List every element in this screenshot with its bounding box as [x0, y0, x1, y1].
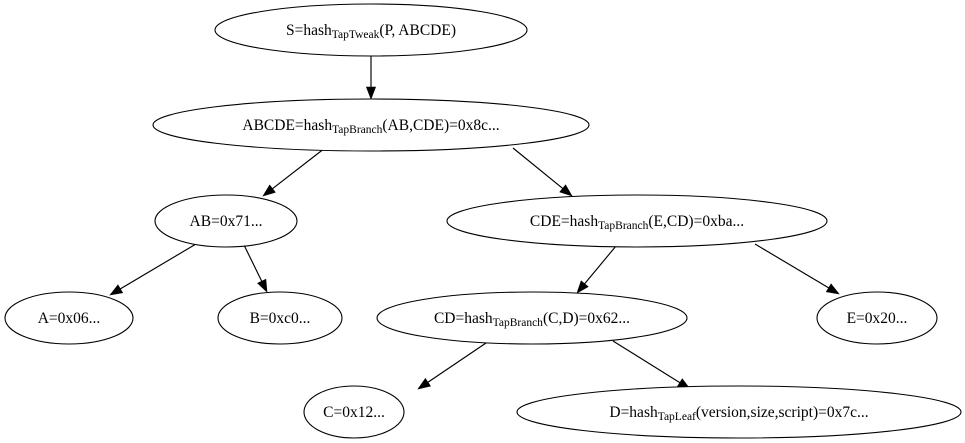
- node-a[interactable]: A=0x06...: [4, 291, 134, 345]
- edge-ab-to-b: [243, 244, 268, 293]
- node-cd[interactable]: CD=hashTapBranch(C,D)=0x62...: [376, 291, 688, 345]
- node-e[interactable]: E=0x20...: [816, 291, 938, 345]
- node-ellipse[interactable]: [214, 3, 528, 57]
- edge-line: [584, 245, 617, 285]
- node-label: A=0x06...: [38, 310, 101, 327]
- arrowhead-icon: [365, 86, 377, 100]
- edge-line: [243, 244, 263, 282]
- node-ellipse[interactable]: [376, 291, 688, 345]
- node-label: E=0x20...: [847, 310, 908, 327]
- edge-abcde-to-cde: [512, 147, 573, 197]
- node-d[interactable]: D=hashTapLeaf(version,size,script)=0x7c.…: [516, 385, 962, 439]
- edge-cd-to-c: [417, 340, 490, 390]
- node-label: CD=hashTapBranch(C,D)=0x62...: [434, 310, 630, 329]
- edge-line: [512, 147, 564, 189]
- arrowhead-icon: [257, 278, 268, 293]
- node-label: S=hashTapTweak(P, ABCDE): [286, 22, 456, 41]
- edge-cde-to-e: [754, 243, 840, 295]
- node-ellipse[interactable]: [446, 194, 828, 248]
- node-b[interactable]: B=0xc0...: [217, 291, 343, 345]
- edge-abcde-to-ab: [262, 147, 326, 197]
- node-ellipse[interactable]: [217, 291, 343, 345]
- arrowhead-icon: [417, 377, 432, 390]
- edge-cd-to-d: [612, 340, 691, 390]
- arrowhead-icon: [109, 284, 124, 296]
- node-cde[interactable]: CDE=hashTapBranch(E,CD)=0xba...: [446, 194, 828, 248]
- node-s[interactable]: S=hashTapTweak(P, ABCDE): [214, 3, 528, 57]
- edges-layer: [109, 56, 840, 390]
- arrowhead-icon: [576, 280, 589, 294]
- edge-s-to-abcde: [365, 56, 377, 100]
- edge-cde-to-cd: [576, 245, 617, 294]
- node-ellipse[interactable]: [516, 385, 962, 439]
- node-label: D=hashTapLeaf(version,size,script)=0x7c.…: [609, 404, 868, 423]
- node-ellipse[interactable]: [816, 291, 938, 345]
- nodes-layer: S=hashTapTweak(P, ABCDE) ABCDE=hashTapBra…: [4, 3, 962, 439]
- node-ellipse[interactable]: [154, 194, 298, 248]
- node-label: ABCDE=hashTapBranch(AB,CDE)=0x8c...: [242, 117, 499, 136]
- arrowhead-icon: [262, 184, 276, 197]
- edge-line: [120, 243, 197, 290]
- node-label: AB=0x71...: [190, 213, 263, 230]
- node-ab[interactable]: AB=0x71...: [154, 194, 298, 248]
- node-c[interactable]: C=0x12...: [303, 385, 405, 439]
- arrowhead-icon: [825, 283, 840, 295]
- node-label: CDE=hashTapBranch(E,CD)=0xba...: [530, 213, 744, 232]
- arrowhead-icon: [559, 184, 573, 197]
- edge-line: [272, 147, 326, 190]
- node-label: B=0xc0...: [250, 310, 311, 327]
- node-ellipse[interactable]: [152, 98, 590, 152]
- edge-ab-to-a: [109, 243, 197, 296]
- node-abcde[interactable]: ABCDE=hashTapBranch(AB,CDE)=0x8c...: [152, 98, 590, 152]
- edge-line: [612, 340, 681, 384]
- edge-line: [754, 243, 829, 289]
- edge-line: [427, 340, 490, 383]
- node-label: C=0x12...: [323, 404, 385, 421]
- node-ellipse[interactable]: [303, 385, 405, 439]
- node-ellipse[interactable]: [4, 291, 134, 345]
